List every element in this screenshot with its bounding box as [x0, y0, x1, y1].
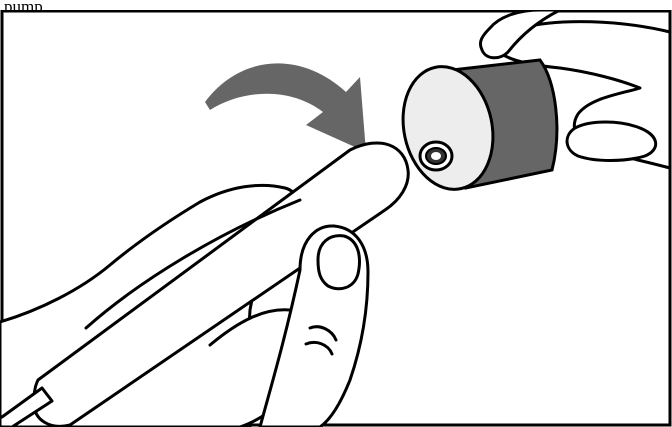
upper-hand-thumb [567, 122, 656, 161]
thumb-nail [318, 236, 359, 289]
illustration-frame [0, 10, 672, 427]
tube-nozzle [420, 142, 452, 170]
